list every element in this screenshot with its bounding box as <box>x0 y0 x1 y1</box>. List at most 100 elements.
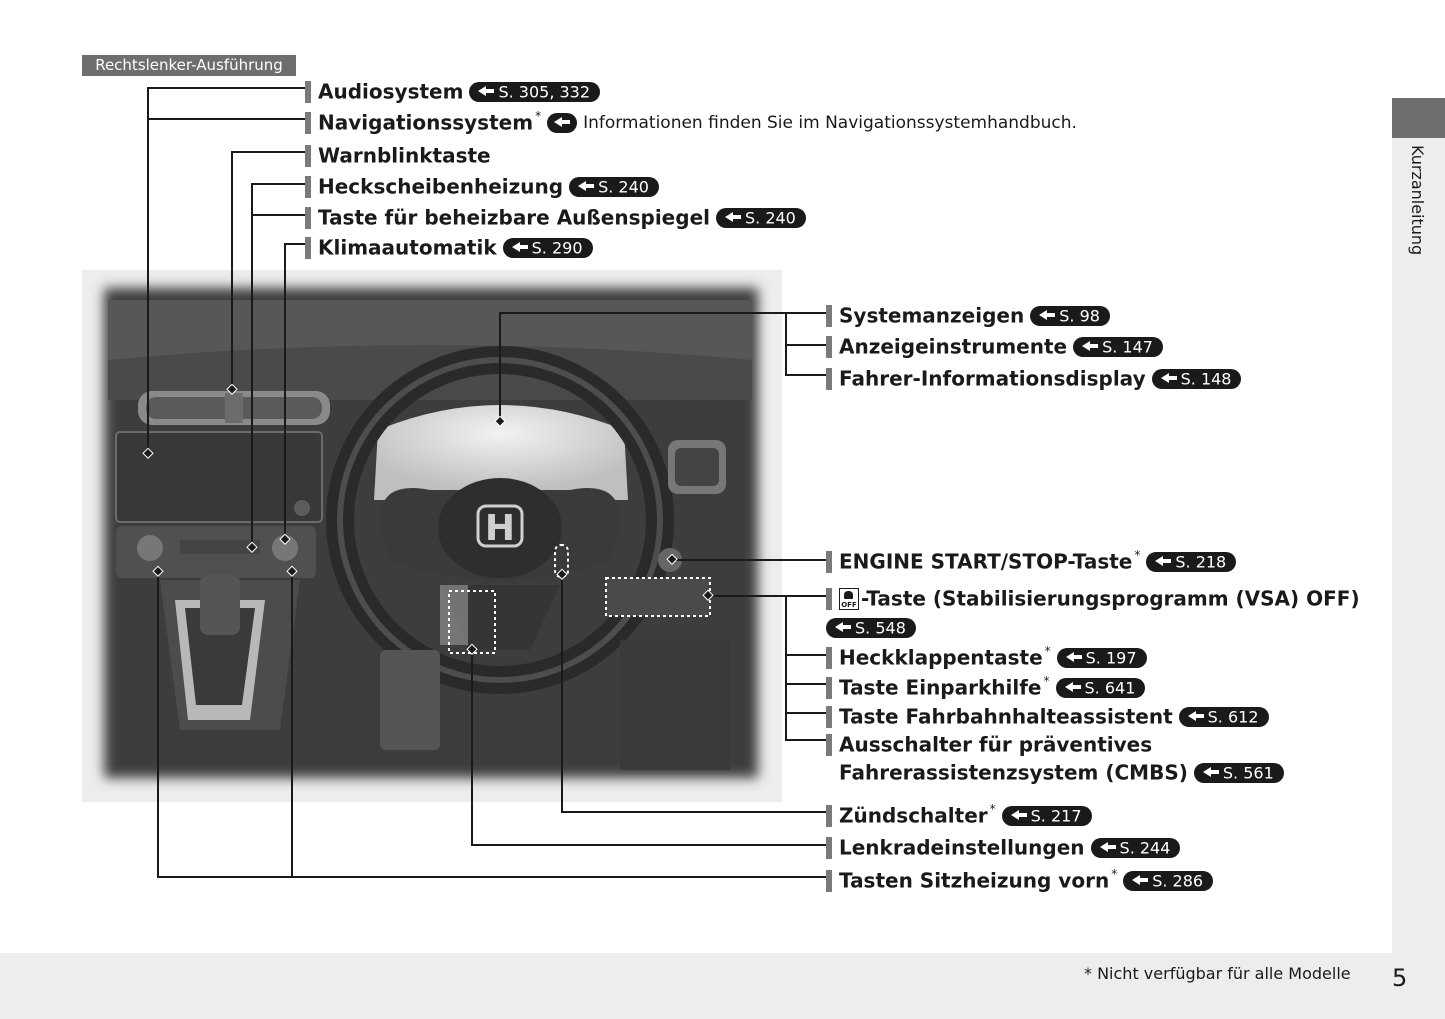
page-ref-link[interactable]: S. 561 <box>1193 762 1284 783</box>
label-text: Heckklappentaste <box>839 645 1043 670</box>
page-ref-text: S. 548 <box>855 618 906 637</box>
page-ref-text: S. 641 <box>1084 678 1136 697</box>
page-ref-text: S. 98 <box>1059 306 1100 325</box>
arrow-right-icon <box>1187 707 1205 727</box>
page-ref-text: S. 148 <box>1180 369 1232 388</box>
label-bar <box>826 304 832 327</box>
arrow-right-icon <box>477 82 495 102</box>
label-bar <box>305 206 311 229</box>
label-bar <box>305 236 311 259</box>
label-bar <box>826 676 832 699</box>
arrow-right-icon <box>1160 369 1178 389</box>
label-bar <box>305 175 311 198</box>
arrow-right-icon <box>834 618 852 638</box>
arrow-right-icon <box>1202 763 1220 783</box>
page-ref-link[interactable]: S. 290 <box>502 237 593 258</box>
arrow-right-icon <box>1038 306 1056 326</box>
page-ref-text: S. 197 <box>1085 648 1137 667</box>
label-ignition: Zündschalter* S. 217 <box>826 802 1092 828</box>
label-bar <box>826 836 832 859</box>
page-ref-link[interactable]: S. 197 <box>1056 647 1147 668</box>
page-ref-link[interactable]: S. 240 <box>715 207 806 228</box>
page-ref-link[interactable]: S. 244 <box>1090 837 1181 858</box>
arrow-right-icon <box>1099 838 1117 858</box>
arrow-right-icon <box>1064 678 1082 698</box>
arrow-right-icon <box>577 177 595 197</box>
asterisk-mark: * <box>1111 866 1118 881</box>
page-ref-link[interactable]: S. 612 <box>1178 706 1269 727</box>
asterisk-mark: * <box>989 801 996 816</box>
label-bar <box>826 367 832 390</box>
page-ref-link[interactable]: S. 98 <box>1030 305 1110 326</box>
label-bar <box>826 587 832 610</box>
label-bar <box>305 111 311 134</box>
label-steering-adj: Lenkradeinstellungen S. 244 <box>826 834 1181 860</box>
label-bar <box>826 705 832 728</box>
asterisk-mark: * <box>1044 643 1051 658</box>
label-bar <box>826 550 832 573</box>
page-ref-link[interactable]: S. 305, 332 <box>469 81 601 102</box>
page-ref-link[interactable]: S. 286 <box>1123 870 1214 891</box>
page-ref-link[interactable]: S. 147 <box>1073 336 1163 357</box>
label-engine-start: ENGINE START/STOP-Taste*S. 218 <box>826 547 1237 574</box>
page-ref-link[interactable]: S. 217 <box>1001 805 1092 826</box>
label-text: Tasten Sitzheizung vorn <box>839 868 1110 893</box>
side-tab-label[interactable]: Kurzanleitung <box>1408 145 1427 256</box>
page-ref-link[interactable]: S. 548 <box>826 617 916 638</box>
label-text: Zündschalter <box>839 803 988 828</box>
svg-text:H: H <box>485 508 515 549</box>
label-vsa: OFF-Taste (Stabilisierungsprogramm (VSA)… <box>826 585 1360 611</box>
label-text: Fahrer-Informationsdisplay <box>839 366 1146 391</box>
page-ref-text: S. 612 <box>1207 707 1259 726</box>
arrow-right-icon <box>724 208 742 228</box>
label-text: Warnblinktaste <box>318 143 491 168</box>
page-ref-text: S. 147 <box>1102 337 1153 356</box>
footnote: * Nicht verfügbar für alle Modelle <box>1084 964 1351 983</box>
label-bar <box>826 804 832 827</box>
label-driver-info: Fahrer-Informationsdisplay S. 148 <box>826 365 1242 391</box>
arrow-right-icon <box>511 238 529 258</box>
page-ref-link[interactable] <box>547 112 578 133</box>
label-text: Ausschalter für präventives <box>839 732 1153 757</box>
label-nav: Navigationssystem*Informationen finden S… <box>305 109 1077 135</box>
label-cmbs-line2: Fahrerassistenzsystem (CMBS) S. 561 <box>826 759 1284 785</box>
label-bar <box>826 869 832 892</box>
vsa-off-icon: OFF <box>839 587 859 610</box>
page-ref-link[interactable]: S. 240 <box>569 176 659 197</box>
label-bar <box>826 335 832 358</box>
label-text: Fahrerassistenzsystem (CMBS) <box>839 760 1188 785</box>
label-text: Taste für beheizbare Außenspiegel <box>318 205 710 230</box>
side-tab-strip <box>1392 138 1445 953</box>
page-ref-text: S. 290 <box>531 238 583 257</box>
page-ref-text: S. 305, 332 <box>498 82 591 101</box>
page-ref-link[interactable]: S. 641 <box>1055 677 1146 698</box>
page-ref-text: S. 286 <box>1152 871 1204 890</box>
page-ref-link[interactable]: S. 148 <box>1151 368 1242 389</box>
asterisk-mark: * <box>1134 547 1141 562</box>
page-ref-text: S. 244 <box>1119 838 1171 857</box>
page-number: 5 <box>1392 964 1408 992</box>
arrow-right-icon <box>1065 648 1083 668</box>
page-ref-text: S. 561 <box>1222 763 1274 782</box>
label-text: Taste Einparkhilfe <box>839 675 1042 700</box>
label-text: -Taste (Stabilisierungsprogramm (VSA) OF… <box>861 586 1360 611</box>
label-hazard: Warnblinktaste <box>305 142 491 168</box>
label-text: Systemanzeigen <box>839 303 1025 328</box>
variant-tag: Rechtslenker-Ausführung <box>82 55 296 76</box>
label-text: Lenkradeinstellungen <box>839 835 1085 860</box>
label-bar <box>826 646 832 669</box>
label-sys-ind: Systemanzeigen S. 98 <box>826 302 1110 328</box>
label-note: Informationen finden Sie im Navigationss… <box>583 112 1077 133</box>
label-seat-heat: Tasten Sitzheizung vorn* S. 286 <box>826 866 1214 893</box>
label-bar <box>305 80 311 103</box>
label-lane: Taste Fahrbahnhalteassistent S. 612 <box>826 703 1269 729</box>
page-ref-link[interactable]: S. 218 <box>1146 551 1237 572</box>
arrow-right-icon <box>1154 552 1172 572</box>
label-text: Taste Fahrbahnhalteassistent <box>839 704 1173 729</box>
label-text: Heckscheibenheizung <box>318 174 564 199</box>
label-text: Navigationssystem <box>318 110 534 135</box>
label-tailgate: Heckklappentaste* S. 197 <box>826 644 1147 670</box>
page-ref-text: S. 240 <box>744 208 796 227</box>
arrow-right-icon <box>1131 871 1149 891</box>
